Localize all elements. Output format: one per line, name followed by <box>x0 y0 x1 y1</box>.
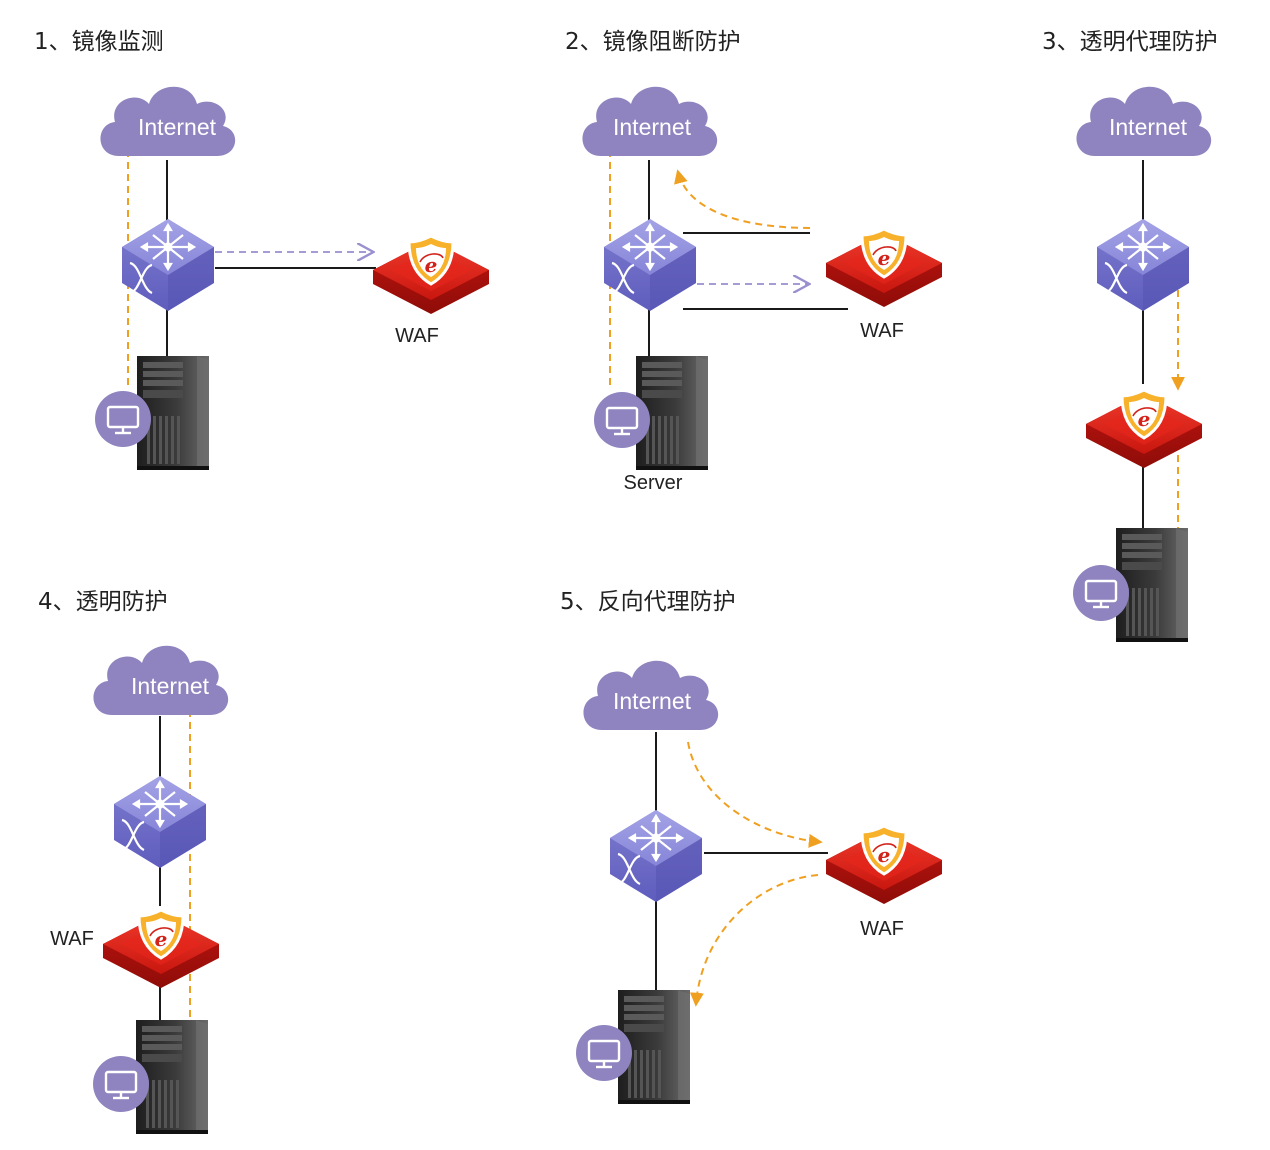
waf-firewall-icon <box>1084 388 1204 470</box>
monitor-icon <box>91 1054 151 1114</box>
core-switch-icon <box>1095 217 1191 313</box>
section-mirror-monitoring: 1、镜像监测 Internet WAF <box>34 29 491 470</box>
cloud-label: Internet <box>138 114 217 140</box>
waf-firewall-icon <box>371 234 491 316</box>
server-label: Server <box>624 472 683 494</box>
cloud-label: Internet <box>613 114 692 140</box>
waf-label: WAF <box>50 928 94 950</box>
section-reverse-proxy: 5、反向代理防护 Internet WAF <box>560 589 944 1104</box>
section-mirror-blocking: 2、镜像阻断防护 Internet WAF Server <box>565 29 944 494</box>
section-transparent-proxy: 3、透明代理防护 Internet <box>1042 29 1218 642</box>
section-title: 5、反向代理防护 <box>560 589 736 615</box>
section-title: 1、镜像监测 <box>34 29 164 55</box>
waf-firewall-icon <box>824 824 944 906</box>
cloud-label: Internet <box>131 673 210 699</box>
core-switch-icon <box>120 217 216 313</box>
monitor-icon <box>93 389 153 449</box>
cloud-label: Internet <box>613 688 692 714</box>
section-title: 2、镜像阻断防护 <box>565 29 741 55</box>
waf-label: WAF <box>860 320 904 342</box>
waf-firewall-icon <box>101 908 221 990</box>
monitor-icon <box>574 1023 634 1083</box>
section-title: 4、透明防护 <box>38 589 168 615</box>
core-switch-icon <box>608 808 704 904</box>
core-switch-icon <box>602 217 698 313</box>
core-switch-icon <box>112 774 208 870</box>
monitor-icon <box>592 390 652 450</box>
waf-label: WAF <box>860 918 904 940</box>
section-title: 3、透明代理防护 <box>1042 29 1218 55</box>
waf-firewall-icon <box>824 227 944 309</box>
cloud-label: Internet <box>1109 114 1188 140</box>
section-transparent: 4、透明防护 Internet WAF <box>38 589 229 1134</box>
monitor-icon <box>1071 563 1131 623</box>
waf-label: WAF <box>395 325 439 347</box>
